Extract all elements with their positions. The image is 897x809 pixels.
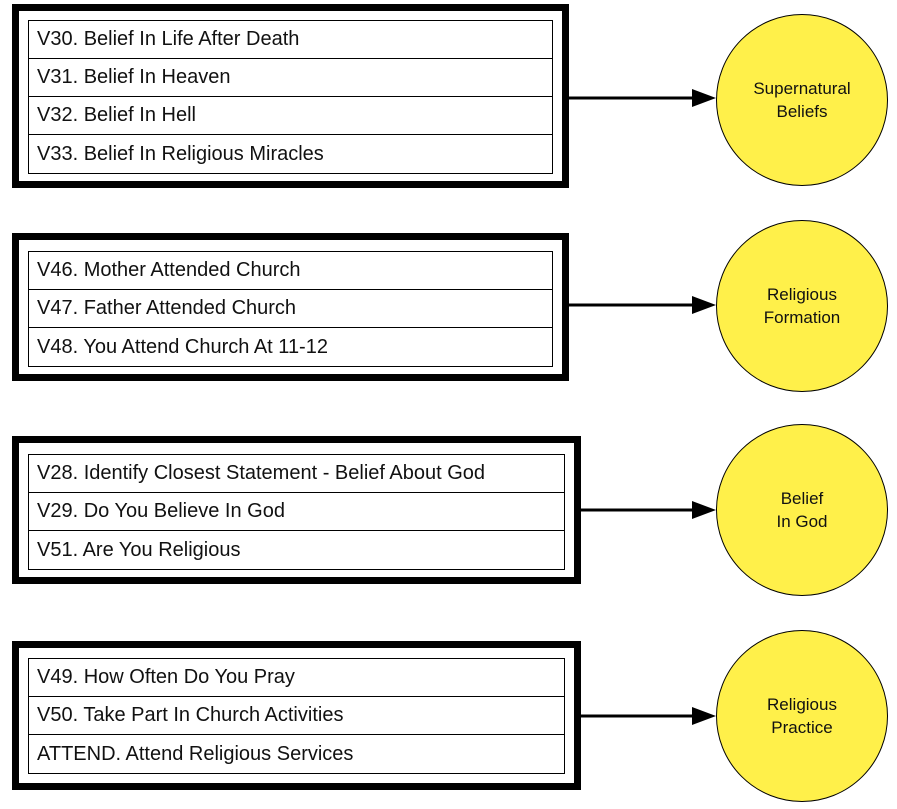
indicator-v29: V29. Do You Believe In God	[29, 493, 564, 531]
indicator-v49: V49. How Often Do You Pray	[29, 659, 564, 697]
factor-label-line2: Practice	[771, 718, 833, 737]
indicator-list-belief-in-god: V28. Identify Closest Statement - Belief…	[28, 454, 565, 570]
indicator-v48: V48. You Attend Church At 11-12	[37, 335, 328, 358]
indicator-list-religious-practice: V49. How Often Do You Pray V50. Take Par…	[28, 658, 565, 774]
arrow-supernatural-beliefs	[569, 89, 716, 107]
indicator-v28: V28. Identify Closest Statement - Belief…	[29, 455, 564, 493]
factor-belief-in-god: Belief In God	[716, 424, 888, 596]
indicator-attend: ATTEND. Attend Religious Services	[37, 742, 354, 765]
factor-label-line1: Supernatural	[753, 79, 851, 98]
indicator-v46: V46. Mother Attended Church	[29, 252, 552, 290]
factor-label-line2: In God	[776, 512, 828, 531]
indicator-v30: V30. Belief In Life After Death	[29, 21, 552, 59]
indicator-v31: V31. Belief In Heaven	[29, 59, 552, 97]
factor-label-line2: Beliefs	[776, 102, 828, 121]
indicator-v33: V33. Belief In Religious Miracles	[37, 142, 324, 165]
indicator-v32: V32. Belief In Hell	[29, 97, 552, 135]
factor-label-line2: Formation	[763, 308, 841, 327]
arrow-religious-formation	[569, 296, 716, 314]
indicator-list-supernatural-beliefs: V30. Belief In Life After Death V31. Bel…	[28, 20, 553, 174]
factor-label-line1: Belief	[780, 489, 824, 508]
arrow-belief-in-god	[581, 501, 716, 519]
indicator-v47: V47. Father Attended Church	[29, 290, 552, 328]
factor-label-line1: Religious	[767, 695, 837, 714]
indicator-list-religious-formation: V46. Mother Attended Church V47. Father …	[28, 251, 553, 367]
indicator-v51: V51. Are You Religious	[37, 538, 241, 561]
arrow-religious-practice	[581, 707, 716, 725]
indicator-v50: V50. Take Part In Church Activities	[29, 697, 564, 735]
factor-label-line1: Religious	[767, 285, 837, 304]
